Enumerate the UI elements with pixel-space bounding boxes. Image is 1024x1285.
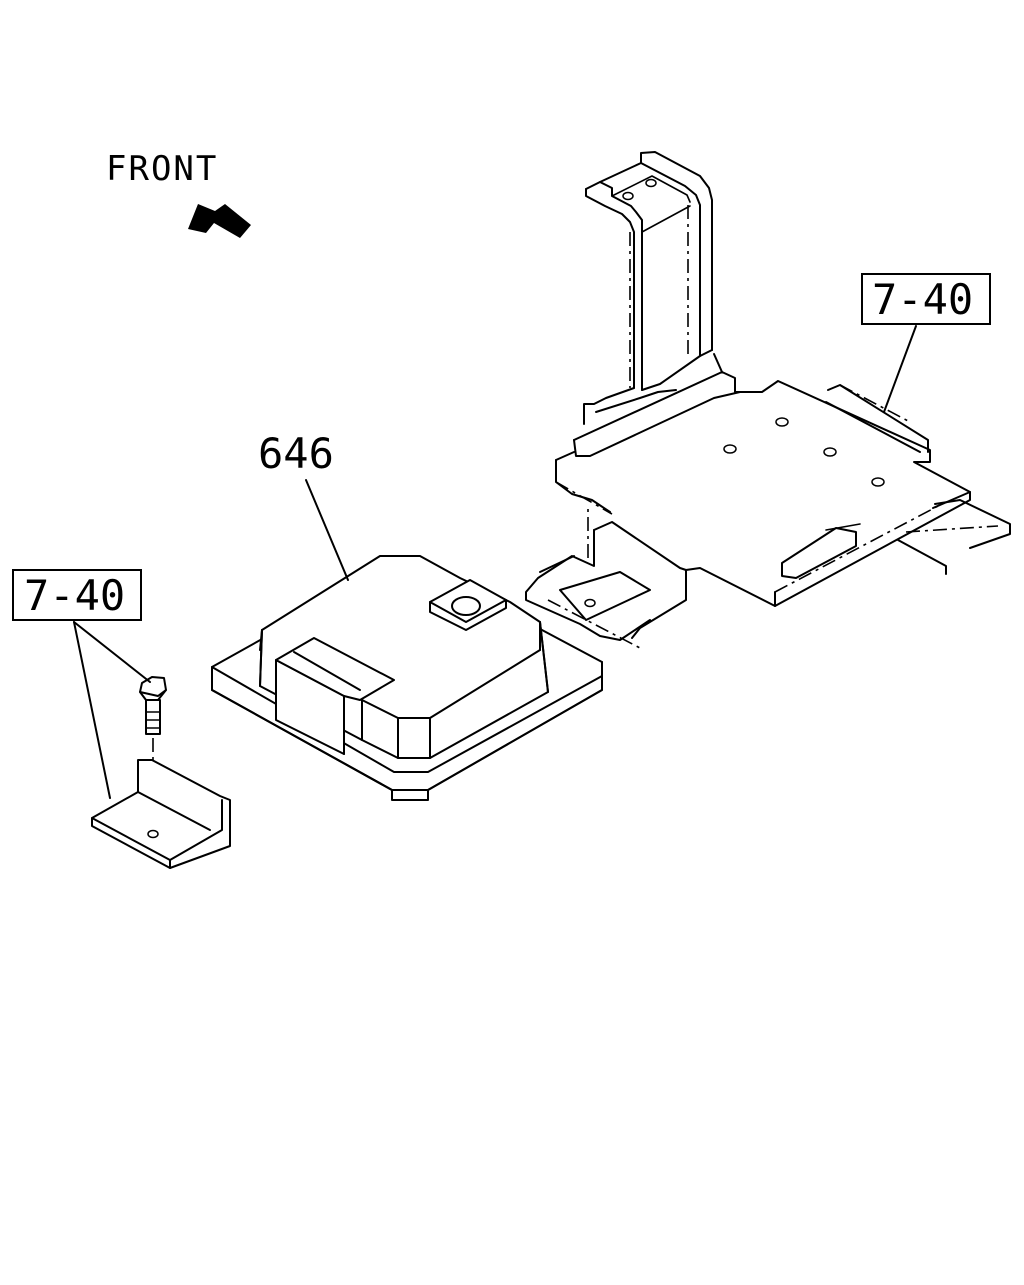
callout-label-ref-left: 7-40 <box>24 571 125 620</box>
part-646-ecu-unit <box>211 555 603 801</box>
bolt-and-bracket <box>91 676 231 869</box>
front-label: FRONT <box>106 149 218 189</box>
front-direction-arrow-icon <box>188 204 251 238</box>
callout-646: 646 <box>258 429 349 581</box>
callout-ref-upper-right: 7-40 <box>861 273 991 413</box>
callout-ref-left: 7-40 <box>12 569 151 799</box>
frame-bracket-assembly <box>525 151 1011 649</box>
callout-label-ref-upper-right: 7-40 <box>872 275 973 324</box>
callout-label-646: 646 <box>258 429 334 478</box>
